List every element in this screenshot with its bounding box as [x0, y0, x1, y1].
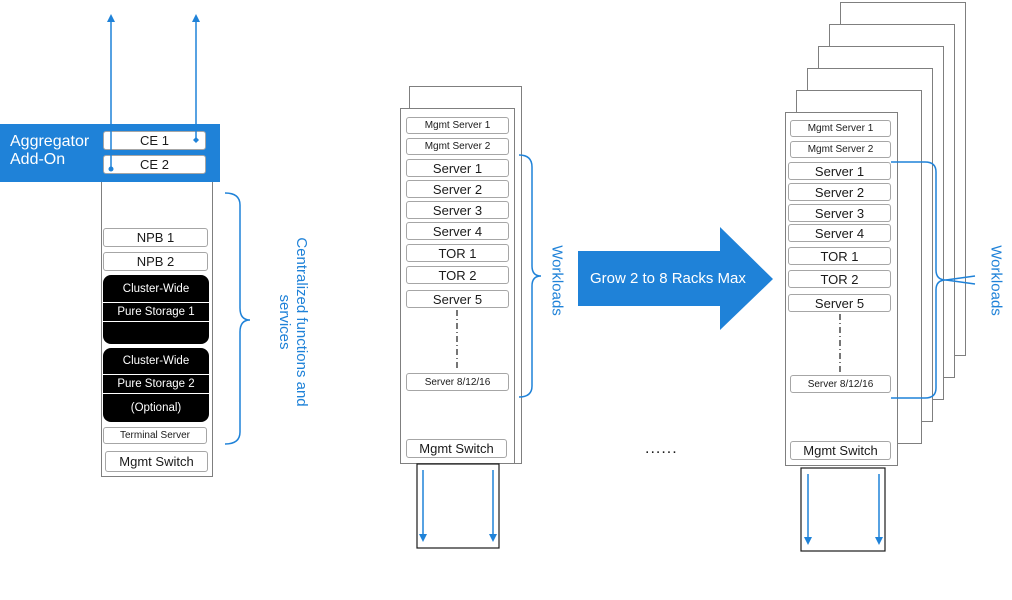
npb1-slot: NPB 1 — [103, 228, 208, 247]
right-server-1: Server 1 — [788, 162, 891, 180]
middle-mgmt-switch: Mgmt Switch — [406, 439, 507, 458]
pure-storage-2-block — [103, 348, 209, 422]
right-server-3: Server 3 — [788, 204, 891, 222]
ce2-slot: CE 2 — [103, 155, 206, 174]
right-mgmt-switch: Mgmt Switch — [790, 441, 891, 460]
right-mgmt-server-2: Mgmt Server 2 — [790, 141, 891, 158]
ellipsis: ...... — [645, 440, 678, 457]
npb2-slot: NPB 2 — [103, 252, 208, 271]
middle-server-last: Server 8/12/16 — [406, 373, 509, 391]
right-tor-1: TOR 1 — [788, 247, 891, 265]
middle-mgmt-server-1: Mgmt Server 1 — [406, 117, 509, 134]
middle-workloads-label: Workloads — [548, 245, 566, 316]
middle-bottom-box — [416, 463, 500, 549]
aggregator-label: Aggregator Add-On — [10, 133, 90, 168]
grow-arrow-label: Grow 2 to 8 Racks Max — [590, 270, 746, 287]
middle-tor-2: TOR 2 — [406, 266, 509, 284]
right-mgmt-server-1: Mgmt Server 1 — [790, 120, 891, 137]
pure-storage-1-block — [103, 275, 209, 344]
centralized-functions-label: Centralized functions and services — [276, 237, 310, 407]
middle-server-2: Server 2 — [406, 180, 509, 198]
middle-server-5: Server 5 — [406, 290, 509, 308]
storage1-line2: Pure Storage 1 — [103, 302, 209, 322]
middle-workloads-brace — [518, 154, 542, 398]
middle-mgmt-server-2: Mgmt Server 2 — [406, 138, 509, 155]
right-tor-2: TOR 2 — [788, 270, 891, 288]
right-server-2: Server 2 — [788, 183, 891, 201]
left-mgmt-switch-slot: Mgmt Switch — [105, 451, 208, 472]
terminal-server-slot: Terminal Server — [103, 427, 207, 444]
right-server-5: Server 5 — [788, 294, 891, 312]
storage1-line1: Cluster-Wide — [122, 283, 190, 295]
storage2-line2: Pure Storage 2 — [103, 374, 209, 394]
right-bottom-box — [800, 467, 886, 552]
right-workloads-label: Workloads — [987, 245, 1005, 316]
right-server-last: Server 8/12/16 — [790, 375, 891, 393]
middle-server-4: Server 4 — [406, 222, 509, 240]
storage2-line3: (Optional) — [130, 402, 182, 414]
ce1-slot: CE 1 — [103, 131, 206, 150]
storage2-line1: Cluster-Wide — [122, 355, 190, 367]
middle-server-1: Server 1 — [406, 159, 509, 177]
middle-tor-1: TOR 1 — [406, 244, 509, 262]
right-server-4: Server 4 — [788, 224, 891, 242]
centralized-brace — [224, 192, 251, 445]
middle-server-3: Server 3 — [406, 201, 509, 219]
